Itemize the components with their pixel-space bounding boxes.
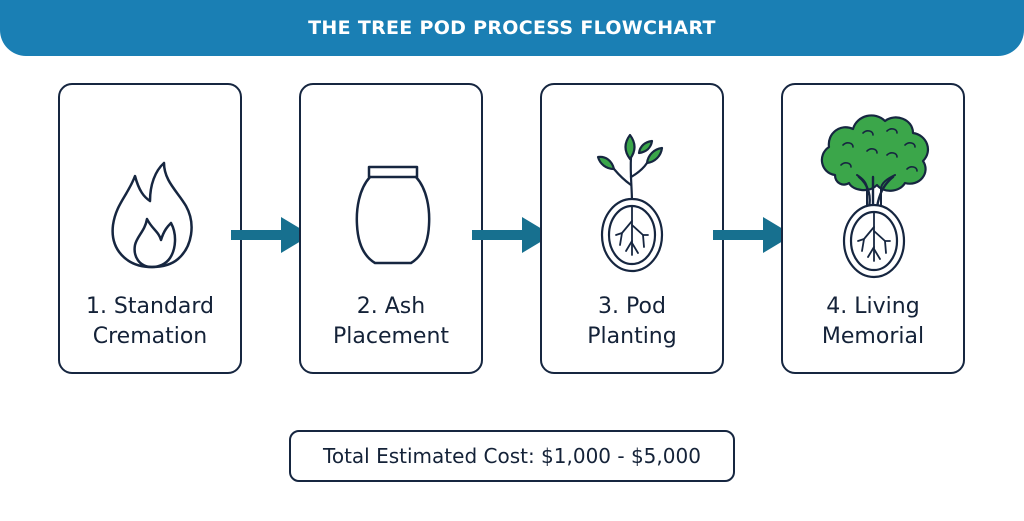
step-label: 2. Ash Placement [301, 292, 481, 352]
tree-pod-icon [820, 114, 930, 279]
step-label-line2: Planting [587, 324, 677, 349]
step-label-line2: Placement [332, 324, 450, 349]
page-title: THE TREE POD PROCESS FLOWCHART [308, 17, 716, 39]
step-label-line1: 4. Living [826, 294, 920, 319]
arrow-right-icon [231, 217, 311, 253]
step-label-line2: Memorial [821, 324, 925, 349]
urn-icon [355, 165, 431, 265]
step-card-standard-cremation: 1. Standard Cremation [58, 83, 242, 374]
step-label: 3. Pod Planting [542, 292, 722, 352]
step-label-line1: 3. Pod [598, 294, 666, 319]
step-card-pod-planting: 3. Pod Planting [540, 83, 724, 374]
step-label-line1: 2. Ash [356, 294, 426, 319]
step-label-line2: Cremation [92, 324, 208, 349]
total-cost-text: Total Estimated Cost: $1,000 - $5,000 [323, 444, 701, 468]
arrow-right-icon [472, 217, 552, 253]
step-card-living-memorial: 4. Living Memorial [781, 83, 965, 374]
step-card-ash-placement: 2. Ash Placement [299, 83, 483, 374]
step-label-line1: 1. Standard [85, 294, 215, 319]
total-cost-box: Total Estimated Cost: $1,000 - $5,000 [289, 430, 735, 482]
arrow-right-icon [713, 217, 793, 253]
header-banner: THE TREE POD PROCESS FLOWCHART [0, 0, 1024, 56]
step-label: 1. Standard Cremation [60, 292, 240, 352]
sprout-pod-icon [596, 133, 664, 273]
flame-icon [111, 161, 193, 269]
step-label: 4. Living Memorial [783, 292, 963, 352]
